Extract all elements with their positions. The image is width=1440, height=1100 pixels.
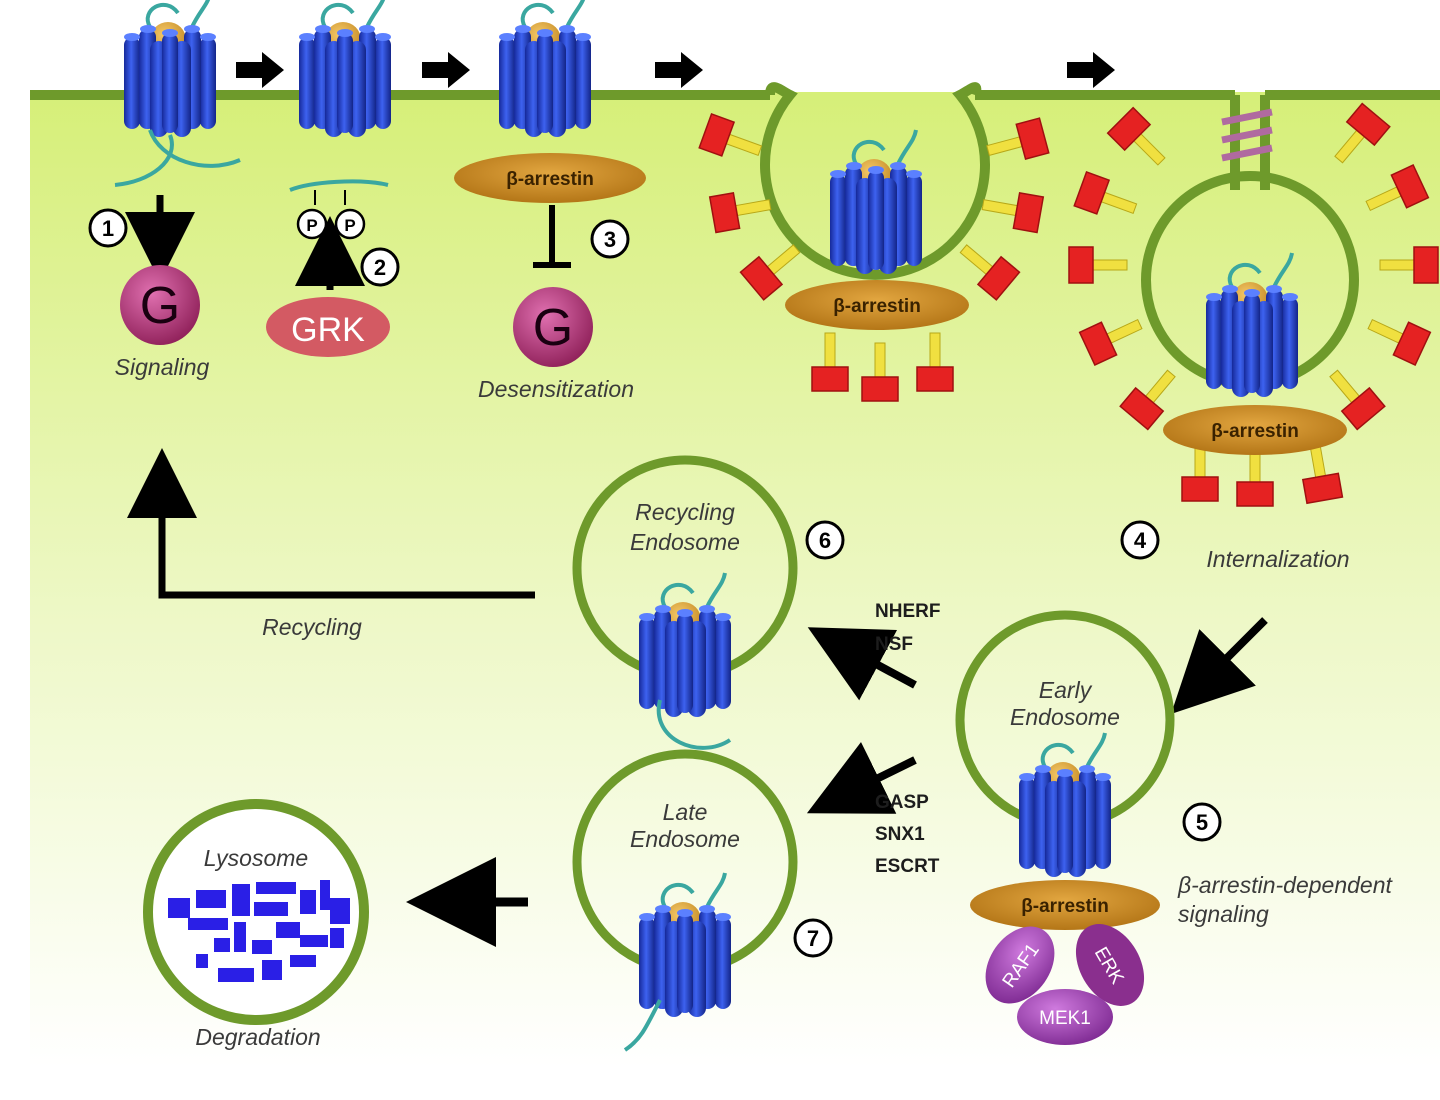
progression-arrows [236, 52, 1115, 88]
barr-signaling-label-1: β-arrestin-dependent [1177, 872, 1393, 898]
step-2-badge: 2 [360, 247, 400, 287]
step-6-badge: 6 [805, 520, 845, 560]
early-endosome-label-2: Endosome [1010, 704, 1120, 730]
stage-1-receptor [114, 0, 241, 187]
internalizing-vesicle [1068, 95, 1439, 507]
factor-gasp: GASP [875, 792, 929, 813]
step-2-number: 2 [374, 255, 386, 280]
factor-nherf: NHERF [875, 601, 940, 622]
phospho-2: P [334, 208, 366, 240]
grk-kinase: GRK [266, 297, 390, 357]
grk-label: GRK [291, 311, 365, 349]
step-6-number: 6 [819, 528, 831, 553]
phospho-1: P [296, 208, 328, 240]
degradation-label: Degradation [195, 1024, 320, 1050]
early-endosome-label-1: Early [1039, 677, 1093, 703]
raf1-kinase: RAF1 [985, 926, 1055, 1004]
erk-kinase: ERK [1075, 924, 1145, 1006]
to-late-endosome-arrow [806, 741, 917, 814]
recycling-return-arrow [127, 448, 535, 599]
signaling-label: Signaling [115, 354, 210, 380]
lysosome-label: Lysosome [204, 845, 308, 871]
step-1-badge: 1 [88, 208, 128, 248]
phospho-1-label: P [306, 216, 317, 235]
step-4-number: 4 [1134, 528, 1147, 553]
step-4-badge: 4 [1120, 520, 1160, 560]
clathrin-coated-pit [698, 82, 1050, 402]
recycling-endosome-label-2: Endosome [630, 529, 740, 555]
inhibition-bar [533, 205, 571, 268]
arrestin-stage-3-label: β-arrestin [506, 169, 594, 190]
g-protein-1-label: G [140, 277, 180, 335]
late-endosome-label-2: Endosome [630, 826, 740, 852]
arrestin-stage-3: β-arrestin [454, 153, 646, 203]
mek1-label: MEK1 [1039, 1008, 1091, 1029]
late-endosome [572, 749, 798, 1052]
arrestin-pit-label: β-arrestin [833, 296, 921, 317]
mek1-kinase: MEK1 [1017, 989, 1113, 1045]
degraded-fragments [168, 880, 350, 982]
arrestin-early-endosome: β-arrestin [970, 880, 1160, 930]
g-protein-2: G [513, 287, 593, 367]
internalization-label: Internalization [1206, 546, 1349, 572]
desensitization-label: Desensitization [478, 376, 634, 402]
late-endosome-label-1: Late [663, 799, 708, 825]
phospho-2-label: P [344, 216, 355, 235]
recycling-endosome [572, 455, 798, 750]
g-protein-1: G [120, 265, 200, 345]
arrestin-pit: β-arrestin [785, 280, 969, 330]
stage-2-receptor [289, 0, 393, 205]
arrestin-vesicle: β-arrestin [1163, 405, 1347, 455]
factor-nsf: NSF [875, 634, 913, 655]
factor-escrt: ESCRT [875, 856, 940, 877]
g-protein-2-label: G [533, 299, 573, 357]
factor-snx1: SNX1 [875, 824, 925, 845]
step-3-badge: 3 [590, 219, 630, 259]
arrestin-vesicle-label: β-arrestin [1211, 421, 1299, 442]
step-1-number: 1 [102, 216, 114, 241]
to-early-endosome-arrow [1171, 617, 1268, 714]
recycling-label: Recycling [262, 614, 362, 640]
recycling-endosome-label-1: Recycling [635, 499, 735, 525]
step-7-number: 7 [807, 926, 819, 951]
to-recycling-endosome-arrow [807, 627, 917, 701]
step-5-badge: 5 [1182, 802, 1222, 842]
step-5-number: 5 [1196, 810, 1208, 835]
step-7-badge: 7 [793, 918, 833, 958]
arrestin-early-endosome-label: β-arrestin [1021, 896, 1109, 917]
lysosome [143, 799, 369, 1025]
early-endosome [955, 610, 1175, 879]
barr-signaling-label-2: signaling [1178, 901, 1269, 927]
step-3-number: 3 [604, 227, 616, 252]
